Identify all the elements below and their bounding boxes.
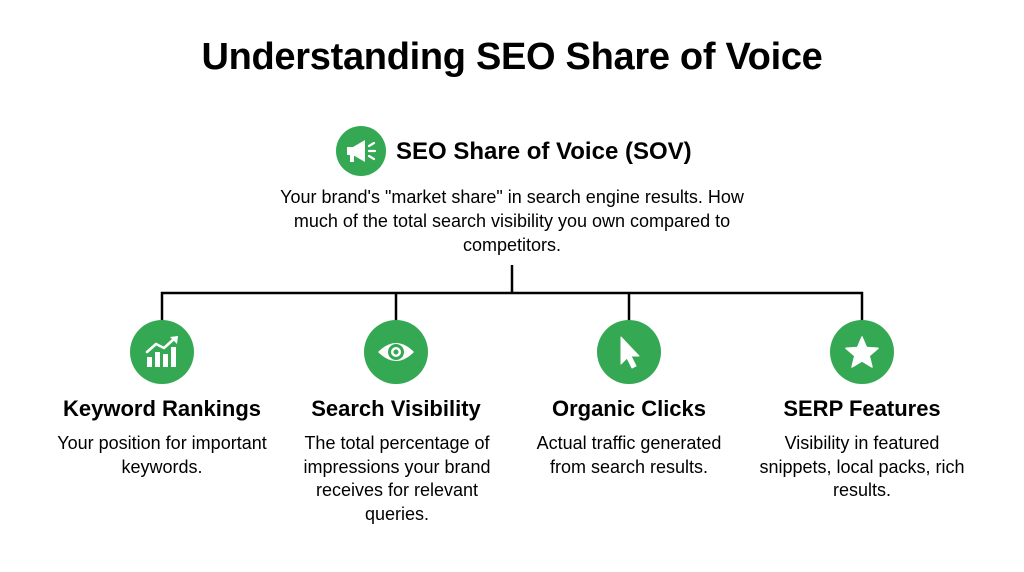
page-title: Understanding SEO Share of Voice — [201, 36, 823, 78]
node-title-search-visibility: Search Visibility — [311, 396, 481, 421]
megaphone-icon — [336, 126, 386, 176]
node-description-search-visibility: The total percentage of impressions your… — [303, 433, 491, 524]
main-node-heading: SEO Share of Voice (SOV) — [396, 138, 692, 165]
node-description-organic-clicks: Actual traffic generated from search res… — [536, 433, 722, 477]
node-description-keyword-rankings: Your position for important keywords. — [57, 433, 267, 477]
node-title-serp-features: SERP Features — [783, 396, 941, 421]
eye-icon — [364, 320, 428, 384]
node-title-organic-clicks: Organic Clicks — [551, 396, 707, 421]
star-icon — [830, 320, 894, 384]
cursor-arrow-icon — [597, 320, 661, 384]
node-title-keyword-rankings: Keyword Rankings — [62, 396, 262, 421]
bar-chart-trending-up-icon — [130, 320, 194, 384]
node-description-serp-features: Visibility in featured snippets, local p… — [759, 433, 965, 500]
main-node-description: Your brand's "market share" in search en… — [280, 187, 744, 255]
